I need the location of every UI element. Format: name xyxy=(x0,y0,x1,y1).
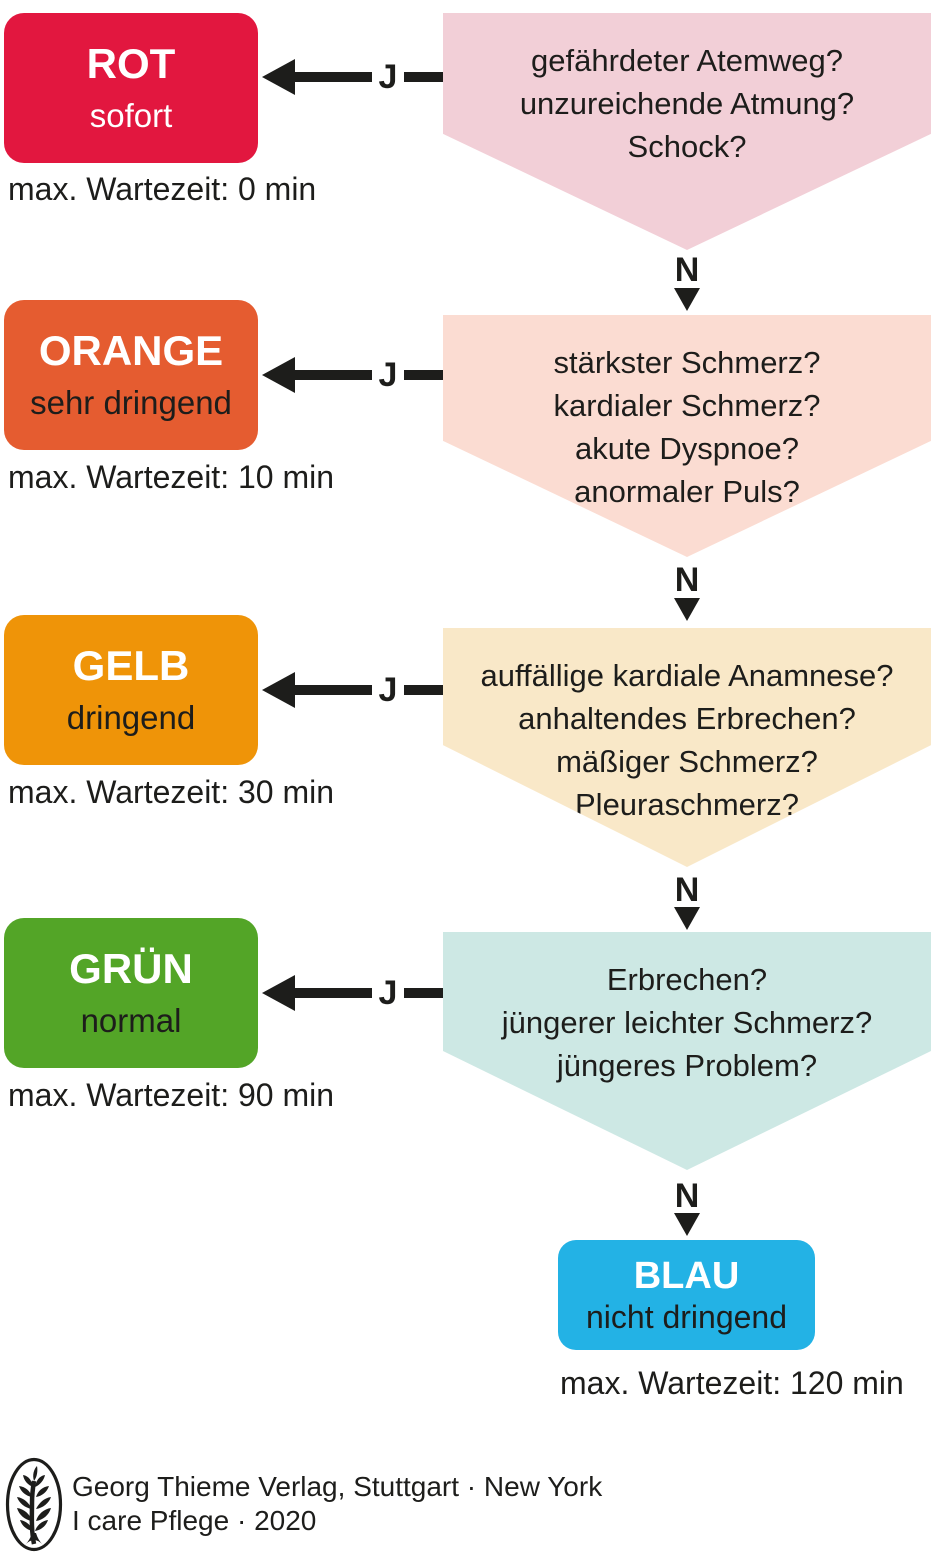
question-pentagon-rot: gefährdeter Atemweg? unzureichende Atmun… xyxy=(443,13,931,250)
category-title: ROT xyxy=(86,40,176,87)
yes-label: J xyxy=(378,671,398,709)
arrowhead-left-icon xyxy=(262,357,295,393)
arrow-shaft xyxy=(290,988,372,998)
yes-label: J xyxy=(378,356,398,394)
question-line: auffällige kardiale Anamnese? xyxy=(480,658,894,693)
category-box-orange: ORANGE sehr dringend xyxy=(4,300,258,450)
publisher-line: Georg Thieme Verlag, Stuttgart · New Yor… xyxy=(72,1471,603,1502)
no-label: N xyxy=(674,871,700,909)
arrow-shaft xyxy=(290,370,372,380)
no-label: N xyxy=(674,561,700,599)
category-title: GELB xyxy=(72,642,190,689)
no-label: N xyxy=(674,1177,700,1215)
category-box-blau: BLAU nicht dringend xyxy=(558,1240,815,1350)
arrow-stub xyxy=(404,370,444,380)
question-line: Schock? xyxy=(627,129,747,164)
yes-label: J xyxy=(378,974,398,1012)
wait-time-label: max. Wartezeit: 120 min xyxy=(560,1365,904,1401)
arrow-stub xyxy=(404,988,444,998)
no-label: N xyxy=(674,251,700,289)
arrow-stub xyxy=(404,685,444,695)
question-pentagon-orange: stärkster Schmerz? kardialer Schmerz? ak… xyxy=(443,315,931,557)
wait-time-label: max. Wartezeit: 90 min xyxy=(8,1077,335,1113)
question-line: unzureichende Atmung? xyxy=(519,86,855,121)
category-urgency: sofort xyxy=(89,97,173,134)
arrow-stub xyxy=(404,72,444,82)
category-urgency: dringend xyxy=(66,699,196,736)
yes-arrow-left-icon xyxy=(262,975,372,1011)
yes-label: J xyxy=(378,58,398,96)
question-line: kardialer Schmerz? xyxy=(553,388,821,423)
category-title: GRÜN xyxy=(69,945,193,992)
arrow-down-icon xyxy=(674,288,700,311)
arrow-shaft xyxy=(290,72,372,82)
question-line: gefährdeter Atemweg? xyxy=(531,43,843,78)
question-line: akute Dyspnoe? xyxy=(574,431,800,466)
source-line: I care Pflege · 2020 xyxy=(72,1505,317,1536)
thieme-tree-logo-icon xyxy=(5,1457,63,1552)
question-pentagon-gelb: auffällige kardiale Anamnese? anhaltende… xyxy=(443,628,931,867)
category-box-gelb: GELB dringend xyxy=(4,615,258,765)
credit-text: Georg Thieme Verlag, Stuttgart · New Yor… xyxy=(72,1470,602,1538)
yes-arrow-left-icon xyxy=(262,672,372,708)
wait-time-label: max. Wartezeit: 0 min xyxy=(8,171,317,207)
question-line: mäßiger Schmerz? xyxy=(556,744,818,779)
question-line: Pleuraschmerz? xyxy=(575,787,799,822)
category-title: ORANGE xyxy=(38,327,224,374)
yes-arrow-left-icon xyxy=(262,357,372,393)
wait-time-label: max. Wartezeit: 10 min xyxy=(8,459,335,495)
wait-time-label: max. Wartezeit: 30 min xyxy=(8,774,335,810)
category-title: BLAU xyxy=(633,1255,740,1297)
arrow-shaft xyxy=(290,685,372,695)
question-line: jüngeres Problem? xyxy=(556,1048,818,1083)
category-urgency: sehr dringend xyxy=(30,384,232,421)
question-line: Erbrechen? xyxy=(606,962,768,997)
question-pentagon-gruen: Erbrechen? jüngerer leichter Schmerz? jü… xyxy=(443,932,931,1170)
arrow-down-icon xyxy=(674,907,700,930)
arrowhead-left-icon xyxy=(262,59,295,95)
yes-arrow-left-icon xyxy=(262,59,372,95)
category-urgency: normal xyxy=(80,1002,182,1039)
question-line: jüngerer leichter Schmerz? xyxy=(501,1005,873,1040)
arrowhead-left-icon xyxy=(262,975,295,1011)
question-line: anormaler Puls? xyxy=(574,474,800,509)
category-urgency: nicht dringend xyxy=(585,1299,788,1335)
arrow-down-icon xyxy=(674,598,700,621)
category-box-gruen: GRÜN normal xyxy=(4,918,258,1068)
category-box-rot: ROT sofort xyxy=(4,13,258,163)
question-line: stärkster Schmerz? xyxy=(553,345,821,380)
arrowhead-left-icon xyxy=(262,672,295,708)
question-line: anhaltendes Erbrechen? xyxy=(518,701,856,736)
arrow-down-icon xyxy=(674,1213,700,1236)
